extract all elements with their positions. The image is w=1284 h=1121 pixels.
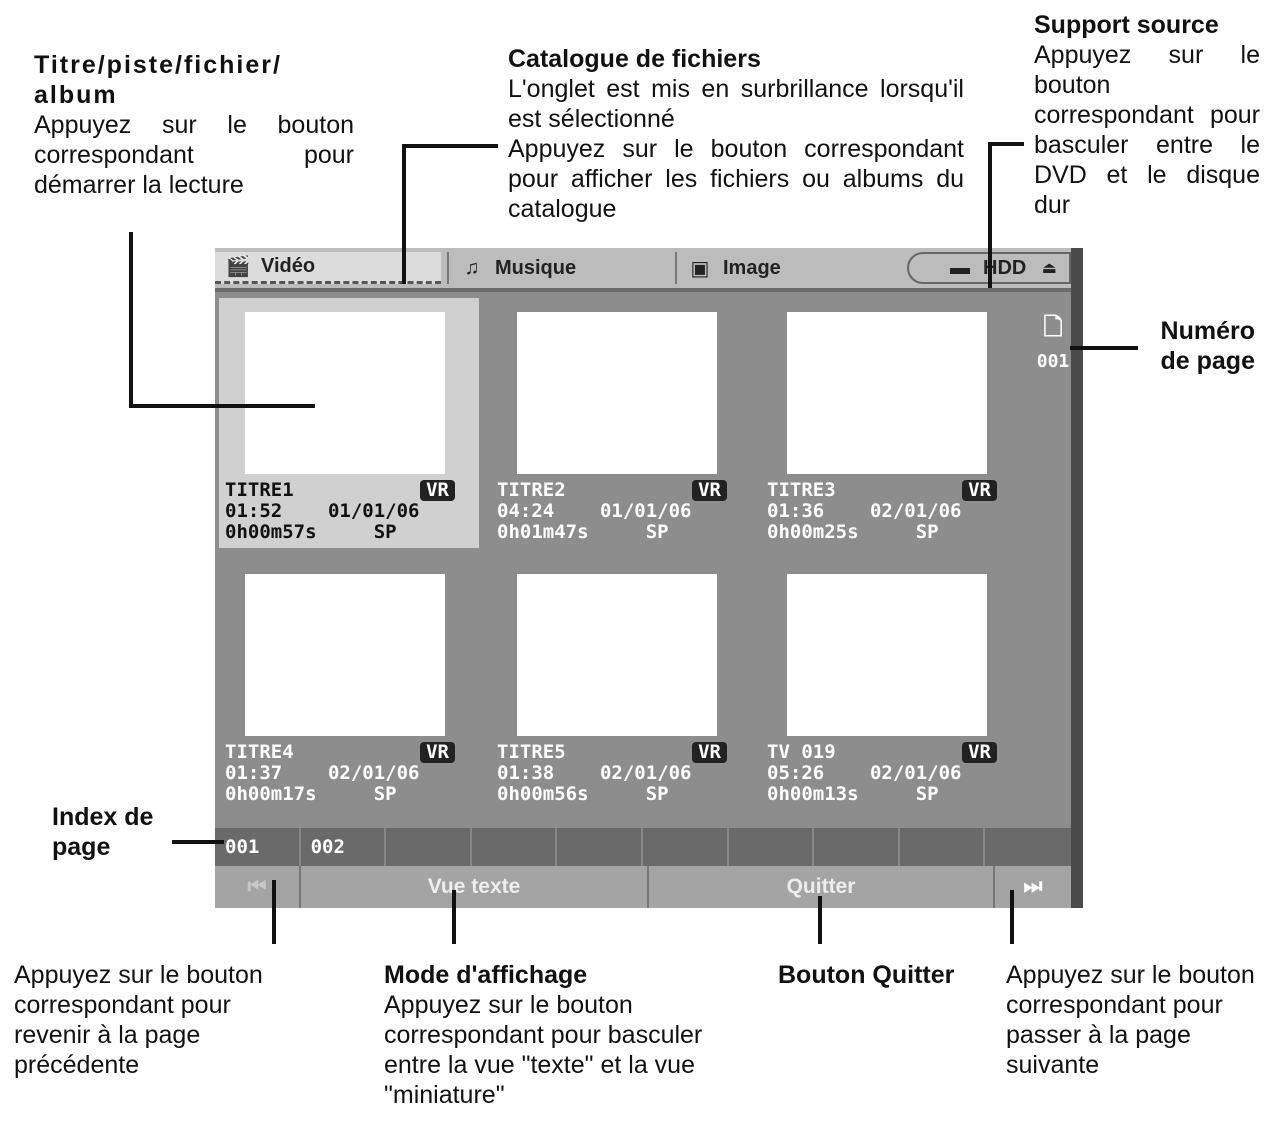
leader-line (129, 404, 315, 408)
page-icon: 🗋 (1043, 313, 1063, 341)
annotation-body: L'onglet est mis en surbrillance lorsqu'… (508, 75, 964, 133)
annotation-quit: Bouton Quitter (778, 960, 998, 990)
annotation-catalogue: Catalogue de fichiers L'onglet est mis e… (508, 44, 964, 224)
leader-line (402, 144, 406, 284)
tab-label: Musique (495, 256, 577, 279)
annotation-title-track: Titre/piste/fichier/ album Appuyez sur l… (34, 50, 354, 200)
page-index-item[interactable]: 001 (215, 828, 301, 866)
annotation-next-page: Appuyez sur le bouton correspondant pour… (1006, 960, 1282, 1080)
page-index-empty (900, 828, 986, 866)
screen-right-edge (1071, 248, 1083, 908)
page-number-value: 001 (1036, 351, 1070, 372)
source-label: HDD (983, 256, 1027, 279)
quit-button[interactable]: Quitter (649, 866, 995, 908)
drive-icon: ▬ (950, 256, 970, 279)
page-index-empty (729, 828, 815, 866)
page-index-empty (557, 828, 643, 866)
annotation-title: Catalogue de fichiers (508, 45, 761, 73)
thumbnail-image (787, 574, 987, 736)
annotation-body: Appuyez sur le bouton correspondant pour… (1006, 961, 1255, 1079)
leader-line (988, 142, 992, 288)
page-index-empty (814, 828, 900, 866)
thumbnail-image (517, 574, 717, 736)
leader-line (129, 232, 133, 406)
leader-line (272, 880, 276, 944)
tab-label: Vidéo (261, 255, 316, 277)
annotation-body: Appuyez sur le bouton correspondant pour… (384, 991, 703, 1109)
leader-line (818, 896, 822, 944)
tab-music[interactable]: ♫ Musique (447, 252, 671, 284)
annotation-body: Appuyez sur le bouton correspondant pour… (14, 961, 263, 1079)
annotation-body: Appuyez sur le bouton correspondant pour… (34, 111, 354, 199)
annotation-page-index: Index de page (52, 802, 182, 862)
page-index-empty (386, 828, 472, 866)
eject-icon: ⏏ (1041, 260, 1057, 277)
page-index-item[interactable]: 002 (301, 828, 387, 866)
leader-line (452, 890, 456, 944)
image-icon: ▣ (690, 257, 710, 280)
text-view-button[interactable]: Vue texte (301, 866, 649, 908)
leader-line (1010, 890, 1014, 944)
annotation-display-mode: Mode d'affichage Appuyez sur le bouton c… (384, 960, 744, 1110)
page-index-bar: 001 002 (215, 828, 1071, 866)
tab-bar: 🎬 Vidéo ♫ Musique ▣ Image ▬ HDD ⏏ (215, 248, 1071, 292)
annotation-title: Index de page (52, 803, 154, 861)
leader-line (172, 840, 224, 844)
leader-line (988, 142, 1024, 146)
previous-page-button[interactable]: ⏮ (215, 866, 301, 908)
page-number: 🗋 001 (1035, 310, 1071, 372)
tab-label: Image (723, 256, 781, 279)
annotation-body: Appuyez sur le bouton correspondant pour… (1034, 41, 1260, 219)
tab-image[interactable]: ▣ Image (675, 252, 901, 284)
thumbnail-image (245, 574, 445, 736)
next-page-button[interactable]: ⏭ (995, 866, 1071, 908)
video-icon: 🎬 (225, 256, 251, 278)
leader-line (402, 144, 498, 148)
skip-forward-icon: ⏭ (1023, 875, 1043, 898)
bottom-bar: ⏮ Vue texte Quitter ⏭ (215, 866, 1071, 908)
annotation-title: Numéro de page (1160, 317, 1255, 375)
annotation-title: Mode d'affichage (384, 961, 588, 989)
tab-video[interactable]: 🎬 Vidéo (215, 252, 441, 284)
page-index-empty (643, 828, 729, 866)
annotation-page-number: Numéro de page (1130, 316, 1255, 376)
annotation-title: Support source (1034, 11, 1219, 39)
page-index-empty (985, 828, 1071, 866)
leader-line (1070, 346, 1138, 350)
page-index-empty (472, 828, 558, 866)
annotation-title: Titre/piste/fichier/ album (34, 51, 282, 109)
annotation-prev-page: Appuyez sur le bouton correspondant pour… (14, 960, 314, 1080)
skip-back-icon: ⏮ (247, 875, 267, 898)
annotation-source: Support source Appuyez sur le bouton cor… (1034, 10, 1260, 220)
annotation-body: Appuyez sur le bouton correspondant pour… (508, 135, 964, 223)
thumbnail-image (517, 312, 717, 474)
music-icon: ♫ (464, 256, 480, 279)
menu-screen: 🎬 Vidéo ♫ Musique ▣ Image ▬ HDD ⏏ 🗋 001 … (215, 248, 1083, 908)
annotation-title: Bouton Quitter (778, 961, 955, 989)
thumbnail-image (245, 312, 445, 474)
thumbnail-image (787, 312, 987, 474)
